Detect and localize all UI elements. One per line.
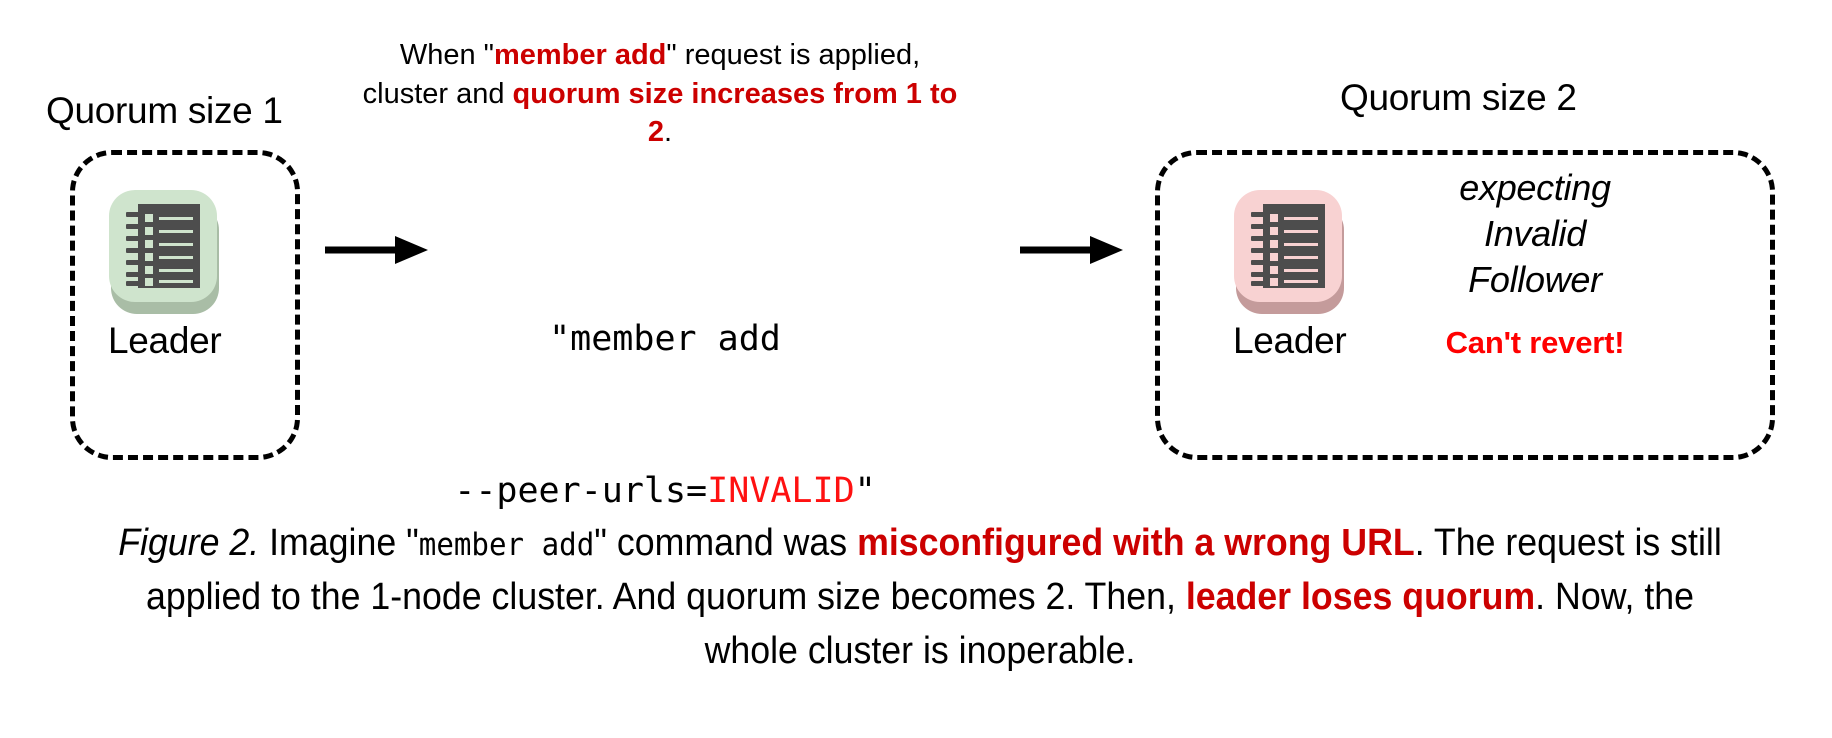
cant-revert-warning: Can't revert! [1445,325,1625,361]
left-node-icon-wrap [108,190,221,318]
command-line-2: --peer-urls=INVALID" [430,466,900,517]
arrow-right-icon [1020,236,1123,264]
right-leader-node: Leader [1233,190,1347,361]
notebook-icon [125,204,200,288]
command-close-quote: " [854,470,876,511]
left-cluster-boundary [70,150,300,460]
caption-red-loses-quorum: leader loses quorum [1185,575,1536,618]
arrow-left [325,233,430,272]
right-cluster-title: Quorum size 2 [1340,77,1577,118]
annotation-part2: " request is applied, cluster and [362,39,921,110]
left-node-icon-tile [108,190,217,302]
command-invalid-value: INVALID [707,470,855,511]
command-flag: --peer-urls= [454,470,708,511]
right-node-icon-wrap [1233,190,1346,318]
top-annotation: When "member add" request is applied, cl… [355,36,965,152]
caption-seg3: . The request is still applied to the 1-… [145,522,1722,618]
right-cluster-notes: expecting Invalid Follower Can't revert! [1400,165,1670,361]
caption-seg2: " command was [594,522,858,564]
caption-seg4: . Now, the whole cluster is inoperable. [704,575,1695,672]
right-node-icon-tile [1233,190,1342,302]
annotation-emphasis-quorum-increase: quorum size increases from 1 to 2 [512,77,958,149]
arrow-right-icon [325,236,428,264]
command-line-1: "member add [549,318,781,359]
right-node-label: Leader [1233,320,1347,361]
caption-mono-command: member add [418,527,595,563]
figure-label: Figure 2. [118,522,260,564]
figure-caption: Figure 2. Imagine "member add" command w… [102,517,1738,679]
note-line-follower: Follower [1468,259,1602,301]
left-cluster-title: Quorum size 1 [46,90,283,131]
note-line-expecting: expecting [1459,167,1611,208]
annotation-part3: . [664,116,673,149]
caption-red-misconfigured: misconfigured with a wrong URL [857,522,1415,564]
caption-seg1: Imagine " [259,522,419,564]
note-line-invalid: Invalid [1484,213,1586,255]
left-node-label: Leader [108,320,222,361]
arrow-right [1020,233,1125,272]
command-block: "member add --peer-urls=INVALID" [430,212,900,618]
right-cluster-boundary [1155,150,1775,460]
left-leader-node: Leader [108,190,222,361]
notebook-icon [1250,204,1325,288]
annotation-part1: When " [399,39,494,71]
annotation-emphasis-member-add: member add [493,39,667,71]
